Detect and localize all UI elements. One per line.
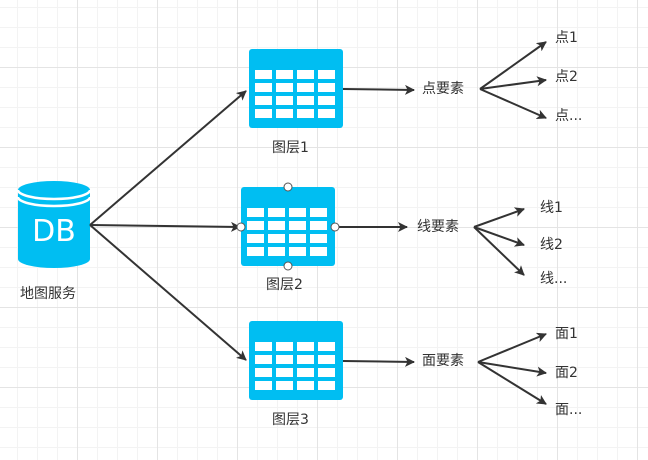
arrow-line-to-item-2[interactable] — [473, 226, 525, 247]
arrow-polygon-to-item-1[interactable] — [477, 332, 547, 363]
layer-2-table-icon[interactable] — [241, 187, 335, 266]
polygon-features-label[interactable]: 面要素 — [422, 353, 464, 369]
layer-1-table-icon[interactable] — [249, 49, 343, 128]
arrow-polygon-to-item-2[interactable] — [477, 361, 547, 377]
polygon-item-1[interactable]: 面1 — [555, 326, 578, 342]
arrow-polygon-to-item-3[interactable] — [477, 361, 547, 405]
point-features-label[interactable]: 点要素 — [422, 81, 464, 97]
line-item-1[interactable]: 线1 — [540, 200, 563, 216]
database-label[interactable]: 地图服务 — [20, 286, 76, 302]
layer-3-table-icon[interactable] — [249, 321, 343, 400]
point-item-2[interactable]: 点2 — [555, 69, 578, 85]
line-item-3[interactable]: 线... — [540, 271, 568, 287]
selection-handles[interactable] — [236, 182, 340, 271]
arrow-db-to-layer3[interactable] — [89, 224, 247, 361]
selection-handle-right[interactable] — [330, 222, 340, 232]
point-item-1[interactable]: 点1 — [555, 30, 578, 46]
selection-handle-top[interactable] — [283, 182, 293, 192]
arrow-line-to-item-1[interactable] — [473, 207, 525, 228]
line-item-2[interactable]: 线2 — [540, 237, 563, 253]
layer-1-label[interactable]: 图层1 — [272, 140, 309, 156]
arrow-layer1-to-point-features[interactable] — [342, 84, 415, 95]
layer-2-label[interactable]: 图层2 — [266, 277, 303, 293]
database-icon[interactable] — [16, 181, 92, 268]
arrow-db-to-layer1[interactable] — [89, 90, 247, 226]
arrow-db-to-layer2[interactable] — [89, 221, 241, 232]
selection-handle-left[interactable] — [236, 222, 246, 232]
arrow-line-to-item-3[interactable] — [473, 226, 525, 276]
selection-handle-bottom[interactable] — [283, 261, 293, 271]
arrow-point-to-item-3[interactable] — [479, 88, 547, 119]
arrow-layer3-to-polygon-features[interactable] — [342, 356, 415, 367]
polygon-item-3[interactable]: 面... — [555, 402, 583, 418]
polygon-item-2[interactable]: 面2 — [555, 365, 578, 381]
point-item-3[interactable]: 点... — [555, 108, 583, 124]
arrow-point-to-item-1[interactable] — [479, 41, 547, 90]
layer-3-label[interactable]: 图层3 — [272, 412, 309, 428]
line-features-label[interactable]: 线要素 — [417, 219, 459, 235]
arrow-point-to-item-2[interactable] — [479, 76, 547, 90]
database-icon-text: DB — [32, 214, 76, 249]
